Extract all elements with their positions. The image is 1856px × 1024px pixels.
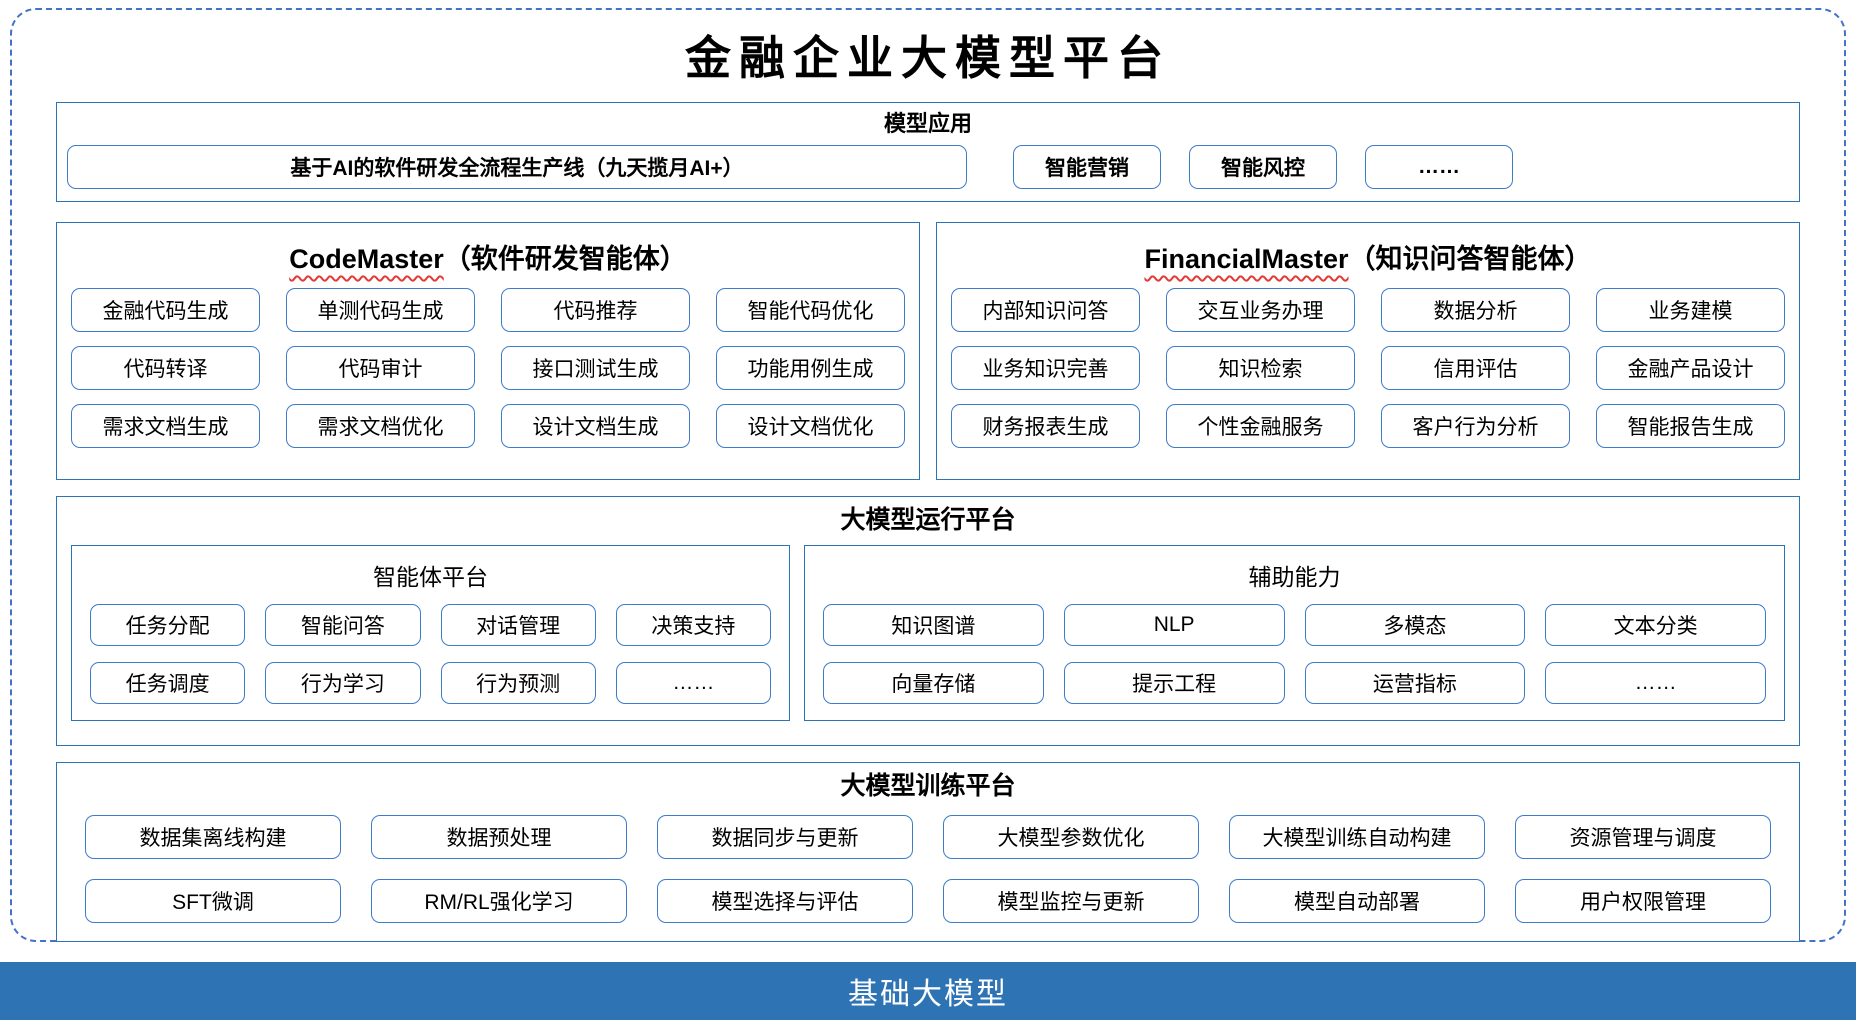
capability-box: 客户行为分析: [1381, 404, 1570, 448]
app-item-risk-control: 智能风控: [1189, 145, 1337, 190]
capability-box: 业务建模: [1596, 288, 1785, 332]
section-header-training: 大模型训练平台: [840, 772, 1016, 800]
capability-box: 需求文档优化: [286, 404, 475, 448]
applications-row: 基于AI的软件研发全流程生产线（九天揽月AI+） 智能营销 智能风控 ……: [67, 145, 1789, 190]
capability-box: 内部知识问答: [951, 288, 1140, 332]
app-item-ellipsis: ……: [1365, 145, 1513, 190]
capability-box: 任务调度: [90, 662, 246, 704]
capability-box: 大模型参数优化: [943, 815, 1199, 859]
panel-agent-platform: 智能体平台 任务分配 智能问答 对话管理 决策支持 任务调度 行为学习 行为预测…: [71, 545, 791, 721]
foundation-model-bar: 基础大模型: [0, 962, 1856, 1020]
section-model-applications: 模型应用 基于AI的软件研发全流程生产线（九天揽月AI+） 智能营销 智能风控 …: [56, 102, 1800, 202]
panel-codemaster: CodeMaster（软件研发智能体） 金融代码生成 单测代码生成 代码推荐 智…: [56, 222, 920, 480]
capability-box: 模型监控与更新: [943, 879, 1199, 923]
section-runtime-platform: 大模型运行平台 智能体平台 任务分配 智能问答 对话管理 决策支持 任务调度 行…: [56, 496, 1800, 746]
capability-box: 多模态: [1304, 604, 1526, 646]
capability-box: 文本分类: [1545, 604, 1766, 646]
agents-row: CodeMaster（软件研发智能体） 金融代码生成 单测代码生成 代码推荐 智…: [56, 222, 1800, 480]
capability-box: 金融代码生成: [71, 288, 260, 332]
training-grid: 数据集离线构建 数据预处理 数据同步与更新 大模型参数优化 大模型训练自动构建 …: [85, 815, 1771, 923]
capability-box: 交互业务办理: [1166, 288, 1355, 332]
panel-auxiliary-capabilities: 辅助能力 知识图谱 NLP 多模态 文本分类 向量存储 提示工程 运营指标 ……: [804, 545, 1785, 721]
capability-box: 对话管理: [440, 604, 596, 646]
capability-box: 任务分配: [90, 604, 246, 646]
capability-box: 代码转译: [71, 346, 260, 390]
financialmaster-subtitle: （知识问答智能体）: [1348, 244, 1592, 274]
financialmaster-grid: 内部知识问答 交互业务办理 数据分析 业务建模 业务知识完善 知识检索 信用评估…: [951, 288, 1785, 448]
capability-box: 决策支持: [615, 604, 772, 646]
agent-platform-grid: 任务分配 智能问答 对话管理 决策支持 任务调度 行为学习 行为预测 ……: [90, 604, 772, 704]
capability-box: 财务报表生成: [951, 404, 1140, 448]
capability-box: 数据集离线构建: [85, 815, 341, 859]
capability-box: 设计文档优化: [716, 404, 905, 448]
capability-box: ……: [1545, 662, 1766, 704]
capability-box: 模型自动部署: [1229, 879, 1485, 923]
capability-box: 代码审计: [286, 346, 475, 390]
panel-financialmaster: FinancialMaster（知识问答智能体） 内部知识问答 交互业务办理 数…: [936, 222, 1800, 480]
auxiliary-grid: 知识图谱 NLP 多模态 文本分类 向量存储 提示工程 运营指标 ……: [823, 604, 1766, 704]
codemaster-grid: 金融代码生成 单测代码生成 代码推荐 智能代码优化 代码转译 代码审计 接口测试…: [71, 288, 905, 448]
capability-box: 数据预处理: [371, 815, 627, 859]
capability-box: NLP: [1063, 604, 1285, 646]
capability-box: ……: [615, 662, 772, 704]
capability-box: 需求文档生成: [71, 404, 260, 448]
capability-box: 知识图谱: [823, 604, 1044, 646]
capability-box: 提示工程: [1063, 662, 1285, 704]
capability-box: 代码推荐: [501, 288, 690, 332]
capability-box: SFT微调: [85, 879, 341, 923]
capability-box: 功能用例生成: [716, 346, 905, 390]
panel-title-financialmaster: FinancialMaster（知识问答智能体）: [951, 229, 1785, 288]
app-item-marketing: 智能营销: [1013, 145, 1161, 190]
section-header-runtime: 大模型运行平台: [840, 506, 1016, 534]
capability-box: 模型选择与评估: [657, 879, 913, 923]
capability-box: 知识检索: [1166, 346, 1355, 390]
panel-title-agent-platform: 智能体平台: [373, 564, 489, 590]
platform-dashed-frame: 金融企业大模型平台 模型应用 基于AI的软件研发全流程生产线（九天揽月AI+） …: [10, 8, 1846, 942]
capability-box: 智能代码优化: [716, 288, 905, 332]
capability-box: 向量存储: [823, 662, 1044, 704]
capability-box: 业务知识完善: [951, 346, 1140, 390]
section-training-platform: 大模型训练平台 数据集离线构建 数据预处理 数据同步与更新 大模型参数优化 大模…: [56, 762, 1800, 942]
panel-title-auxiliary: 辅助能力: [1248, 564, 1341, 590]
capability-box: 运营指标: [1304, 662, 1526, 704]
capability-box: 单测代码生成: [286, 288, 475, 332]
codemaster-subtitle: （软件研发智能体）: [443, 244, 687, 274]
codemaster-name: CodeMaster: [289, 244, 444, 274]
capability-box: 信用评估: [1381, 346, 1570, 390]
runtime-panels: 智能体平台 任务分配 智能问答 对话管理 决策支持 任务调度 行为学习 行为预测…: [71, 545, 1785, 721]
capability-box: 金融产品设计: [1596, 346, 1785, 390]
capability-box: 行为预测: [440, 662, 596, 704]
capability-box: 设计文档生成: [501, 404, 690, 448]
capability-box: 接口测试生成: [501, 346, 690, 390]
capability-box: RM/RL强化学习: [371, 879, 627, 923]
capability-box: 数据分析: [1381, 288, 1570, 332]
capability-box: 智能报告生成: [1596, 404, 1785, 448]
capability-box: 智能问答: [265, 604, 421, 646]
capability-box: 个性金融服务: [1166, 404, 1355, 448]
financialmaster-name: FinancialMaster: [1144, 244, 1349, 274]
capability-box: 行为学习: [265, 662, 421, 704]
section-header-applications: 模型应用: [883, 111, 972, 136]
capability-box: 数据同步与更新: [657, 815, 913, 859]
page-title: 金融企业大模型平台: [685, 31, 1171, 85]
capability-box: 资源管理与调度: [1515, 815, 1771, 859]
foundation-model-label: 基础大模型: [848, 978, 1008, 1011]
capability-box: 用户权限管理: [1515, 879, 1771, 923]
app-item-pipeline: 基于AI的软件研发全流程生产线（九天揽月AI+）: [67, 145, 967, 190]
capability-box: 大模型训练自动构建: [1229, 815, 1485, 859]
panel-title-codemaster: CodeMaster（软件研发智能体）: [71, 229, 905, 288]
